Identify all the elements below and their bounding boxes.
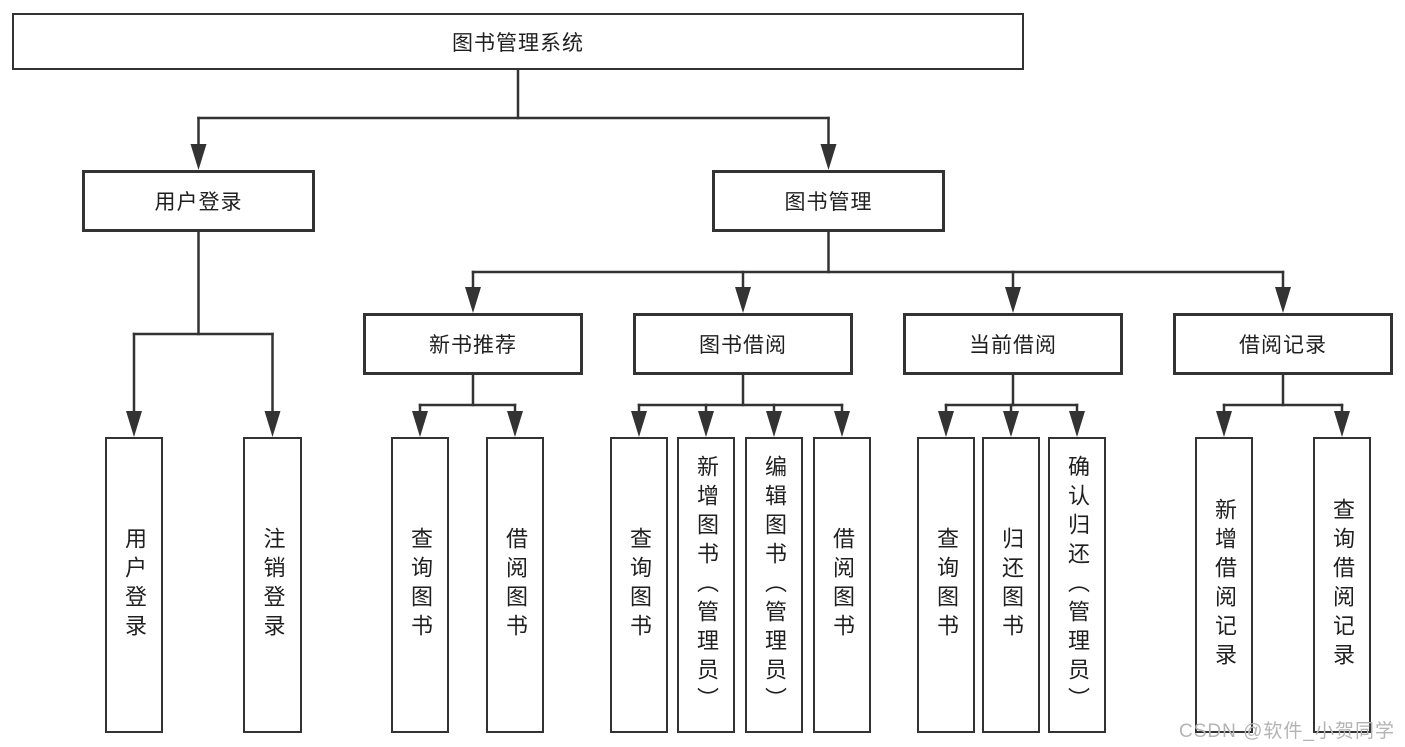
watermark: CSDN @软件_小贺同学 <box>1179 721 1395 742</box>
node-bb-add-book: 新增图书（管理员） <box>677 437 735 733</box>
arrowhead-icon <box>1069 411 1085 437</box>
node-label-login: 用户登录 <box>122 527 147 643</box>
arrowhead-icon <box>465 287 481 313</box>
node-book-borrow: 图书借阅 <box>633 313 853 375</box>
node-br-add-record: 新增借阅记录 <box>1195 437 1253 733</box>
node-nb-borrow-book: 借阅图书 <box>486 437 544 733</box>
arrowhead-icon <box>820 144 837 170</box>
node-label-nb-query-book: 查询图书 <box>408 527 433 643</box>
arrowhead-icon <box>1334 411 1350 437</box>
node-label-cb-confirm: 确认归还（管理员） <box>1065 454 1090 716</box>
node-cb-confirm: 确认归还（管理员） <box>1048 437 1106 733</box>
node-book-mgmt: 图书管理 <box>712 170 945 232</box>
arrowhead-icon <box>1275 287 1291 313</box>
node-label-bb-add-book: 新增图书（管理员） <box>694 454 719 716</box>
node-label-nb-borrow-book: 借阅图书 <box>503 527 528 643</box>
node-label-root: 图书管理系统 <box>452 31 584 55</box>
node-label-book-borrow: 图书借阅 <box>699 334 787 357</box>
node-cb-query-book: 查询图书 <box>917 437 975 733</box>
node-br-query-record: 查询借阅记录 <box>1313 437 1371 733</box>
node-user-login: 用户登录 <box>82 170 315 232</box>
arrowhead-icon <box>834 411 850 437</box>
node-bb-borrow-book: 借阅图书 <box>813 437 871 733</box>
node-label-br-add-record: 新增借阅记录 <box>1212 498 1237 672</box>
arrowhead-icon <box>412 411 428 437</box>
node-root: 图书管理系统 <box>12 13 1024 70</box>
node-label-bb-edit-book: 编辑图书（管理员） <box>762 454 787 716</box>
arrowhead-icon <box>1005 287 1021 313</box>
node-bb-query-book: 查询图书 <box>610 437 668 733</box>
node-borrow-records: 借阅记录 <box>1173 313 1393 375</box>
arrowhead-icon <box>698 411 714 437</box>
node-label-br-query-record: 查询借阅记录 <box>1330 498 1355 672</box>
node-label-cb-query-book: 查询图书 <box>934 527 959 643</box>
arrowhead-icon <box>631 411 647 437</box>
node-new-book-rec: 新书推荐 <box>363 313 583 375</box>
node-label-user-login: 用户登录 <box>154 191 243 214</box>
node-cb-return-book: 归还图书 <box>982 437 1040 733</box>
node-label-bb-query-book: 查询图书 <box>627 527 652 643</box>
node-label-current-borrow: 当前借阅 <box>969 334 1057 357</box>
node-nb-query-book: 查询图书 <box>391 437 449 733</box>
arrowhead-icon <box>507 411 523 437</box>
node-logout: 注销登录 <box>243 437 302 733</box>
node-label-book-mgmt: 图书管理 <box>784 191 873 214</box>
node-label-borrow-records: 借阅记录 <box>1239 334 1327 357</box>
arrowhead-icon <box>938 411 954 437</box>
arrowhead-icon <box>1003 411 1019 437</box>
arrowhead-icon <box>1216 411 1232 437</box>
node-label-new-book-rec: 新书推荐 <box>429 334 517 357</box>
arrowhead-icon <box>766 411 782 437</box>
arrowhead-icon <box>735 287 751 313</box>
arrowhead-icon <box>190 144 207 170</box>
node-label-bb-borrow-book: 借阅图书 <box>830 527 855 643</box>
node-label-logout: 注销登录 <box>260 527 286 643</box>
arrowhead-icon <box>126 411 142 437</box>
arrowhead-icon <box>264 411 281 437</box>
node-current-borrow: 当前借阅 <box>903 313 1123 375</box>
node-login: 用户登录 <box>105 437 163 733</box>
node-bb-edit-book: 编辑图书（管理员） <box>745 437 803 733</box>
node-label-cb-return-book: 归还图书 <box>999 527 1024 643</box>
